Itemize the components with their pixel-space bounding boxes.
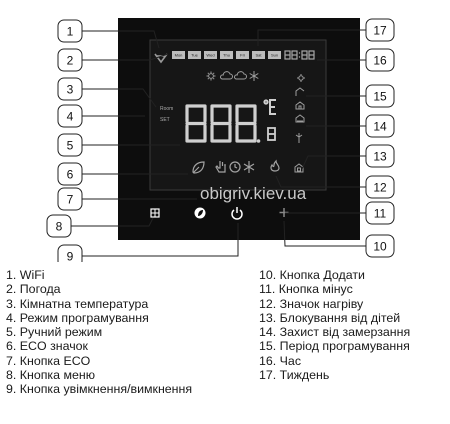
legend-item-5: 5. Ручний режим (6, 325, 103, 340)
svg-text:Thu: Thu (223, 53, 230, 58)
svg-text:Wed: Wed (206, 53, 214, 58)
legend-item-14: 14. Захист від замерзання (259, 325, 411, 340)
legend-item-11: 11. Кнопка мінус (259, 282, 353, 297)
period-sun-icon (297, 74, 305, 82)
svg-text:10: 10 (373, 240, 387, 254)
svg-text:1: 1 (67, 25, 74, 39)
weather-icons (206, 71, 259, 81)
heating-flame-icon (270, 159, 280, 172)
day-box-sun: Sun (268, 51, 281, 59)
svg-text:9: 9 (67, 250, 74, 263)
svg-text:Sat: Sat (255, 53, 262, 58)
day-box-fri: Fri (236, 51, 249, 59)
day-box-thu: Thu (220, 51, 233, 59)
svg-text:14: 14 (373, 120, 387, 134)
svg-text:16: 16 (373, 54, 387, 68)
callout-10: 10 (365, 234, 395, 258)
callout-1: 1 (57, 19, 83, 43)
svg-text:Sun: Sun (271, 53, 278, 58)
sun-icon (206, 71, 216, 81)
svg-text:11: 11 (374, 207, 387, 221)
callout-9: 9 (57, 244, 83, 263)
callout-4: 4 (57, 104, 83, 128)
legend-right: 10. Кнопка Додати 11. Кнопка мінус 12. З… (259, 268, 410, 382)
svg-text:Mon: Mon (175, 53, 183, 58)
legend-item-3: 3. Кімнатна температура (6, 296, 149, 311)
callout-2: 2 (57, 48, 83, 72)
svg-text:7: 7 (67, 193, 74, 207)
callout-17: 17 (365, 18, 395, 42)
legend-item-4: 4. Режим програмування (6, 310, 149, 325)
right-status-icons (295, 74, 305, 123)
callout-12: 12 (365, 175, 395, 199)
day-box-wed: Wed (204, 51, 217, 59)
callout-8: 8 (46, 214, 72, 238)
legend-item-13: 13. Блокування від дітей (259, 310, 401, 325)
celsius-unit (263, 99, 276, 115)
period-sleep-icon (295, 114, 305, 123)
svg-text:15: 15 (373, 90, 387, 104)
legend-item-15: 15. Період програмування (259, 339, 410, 354)
svg-text:17: 17 (373, 24, 387, 38)
partly-cloudy-icon (220, 71, 233, 80)
svg-text:3: 3 (67, 83, 74, 97)
legend-item-1: 1. WiFi (6, 268, 45, 282)
room-label: Room (160, 106, 173, 112)
temperature-digits (185, 104, 257, 143)
svg-text:5: 5 (67, 139, 74, 153)
set-label: SET (160, 117, 170, 123)
svg-text:13: 13 (373, 150, 387, 164)
legend-left: 1. WiFi 2. Погода 3. Кімнатна температур… (6, 268, 192, 397)
legend-item-9: 9. Кнопка увімкнення/вимкнення (6, 382, 193, 397)
callout-3: 3 (57, 77, 83, 101)
eco-leaf-icon (192, 161, 205, 174)
legend-item-8: 8. Кнопка меню (6, 368, 96, 383)
legend-item-6: 6. ECO значок (6, 339, 88, 354)
day-box-sat: Sat (252, 51, 265, 59)
eco-button[interactable] (194, 207, 206, 219)
svg-text:12: 12 (373, 181, 387, 195)
svg-text:8: 8 (56, 220, 63, 234)
snowflake-icon (249, 71, 259, 81)
snowflake-mode-icon (243, 161, 255, 173)
callout-14: 14 (365, 114, 395, 138)
svg-text:Fri: Fri (240, 53, 245, 58)
day-box-tue: Tue (188, 51, 201, 59)
legend-item-2: 2. Погода (6, 282, 61, 297)
period-return-icon (295, 101, 305, 110)
menu-button[interactable] (150, 208, 160, 218)
legend-item-12: 12. Значок нагріву (259, 296, 364, 311)
period-leave-icon (295, 87, 305, 96)
thermostat-diagram: Mon Tue Wed Thu Fri Sat Sun Room SET (46, 18, 395, 263)
callout-5: 5 (57, 133, 83, 157)
legend-item-7: 7. Кнопка ECO (6, 353, 91, 368)
callout-7: 7 (57, 187, 83, 211)
watermark: obigriv.kiev.ua (200, 184, 307, 203)
set-temperature-digit (267, 127, 276, 141)
clock-digits (284, 50, 315, 60)
callout-15: 15 (365, 84, 395, 108)
manual-hand-icon (215, 161, 226, 173)
svg-text:6: 6 (67, 168, 74, 182)
leader-lines (71, 29, 366, 257)
svg-text:4: 4 (67, 110, 74, 124)
legend-item-17: 17. Тиждень (259, 368, 330, 383)
svg-text:Tue: Tue (191, 53, 199, 58)
svg-text:2: 2 (67, 54, 74, 68)
callout-11: 11 (365, 201, 395, 225)
week-days-row: Mon Tue Wed Thu Fri Sat Sun (172, 51, 281, 59)
child-lock-display-icon (294, 163, 304, 173)
program-clock-icon (229, 161, 241, 173)
callout-16: 16 (365, 48, 395, 72)
callout-6: 6 (57, 162, 83, 186)
cloud-icon (234, 71, 247, 80)
frost-protect-icon (295, 133, 303, 143)
power-button[interactable] (231, 207, 243, 220)
callout-13: 13 (365, 144, 395, 168)
legend-item-10: 10. Кнопка Додати (259, 268, 365, 282)
day-box-mon: Mon (172, 51, 185, 59)
legend-item-16: 16. Час (259, 353, 302, 368)
